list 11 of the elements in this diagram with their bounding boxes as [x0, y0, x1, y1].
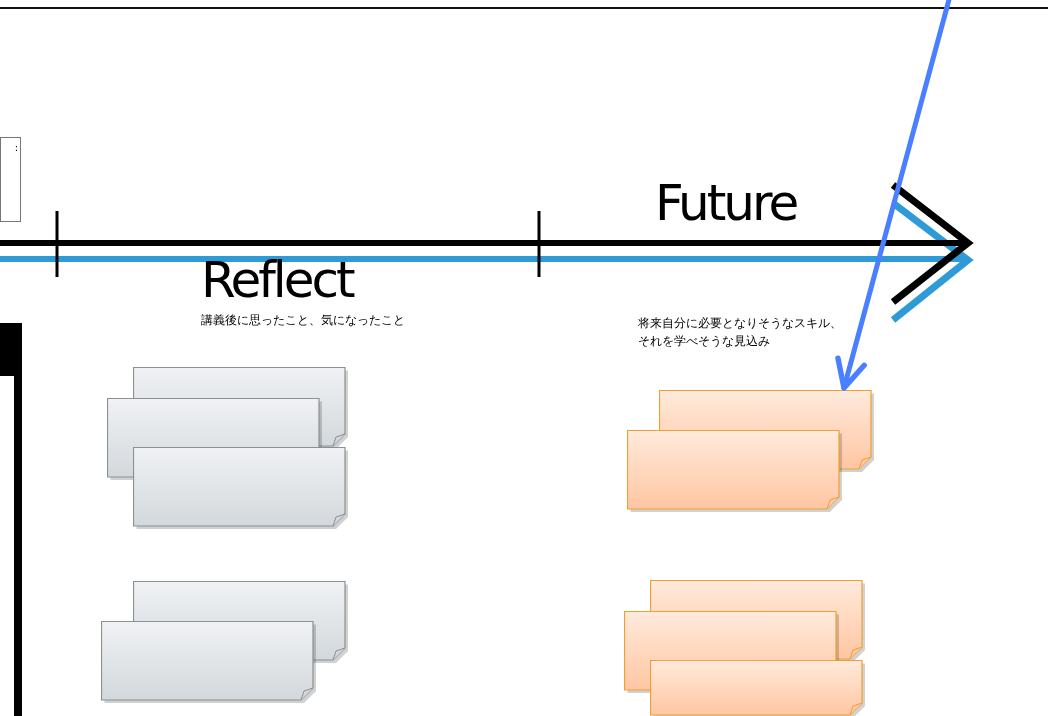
section-subtitle: 将来自分に必要となりそうなスキル、それを学べそうな見込み [638, 315, 843, 350]
sticky-note [101, 621, 314, 701]
sticky-note [650, 660, 863, 716]
text: : [14, 142, 18, 153]
text-box [0, 137, 21, 222]
section-heading: Future [655, 178, 797, 228]
sticky-note [133, 447, 346, 527]
section-subtitle: 講義後に思ったこと、気になったこと [201, 312, 405, 329]
section-heading: Reflect [201, 255, 353, 305]
sticky-note [627, 430, 840, 510]
arrow [835, 0, 953, 391]
